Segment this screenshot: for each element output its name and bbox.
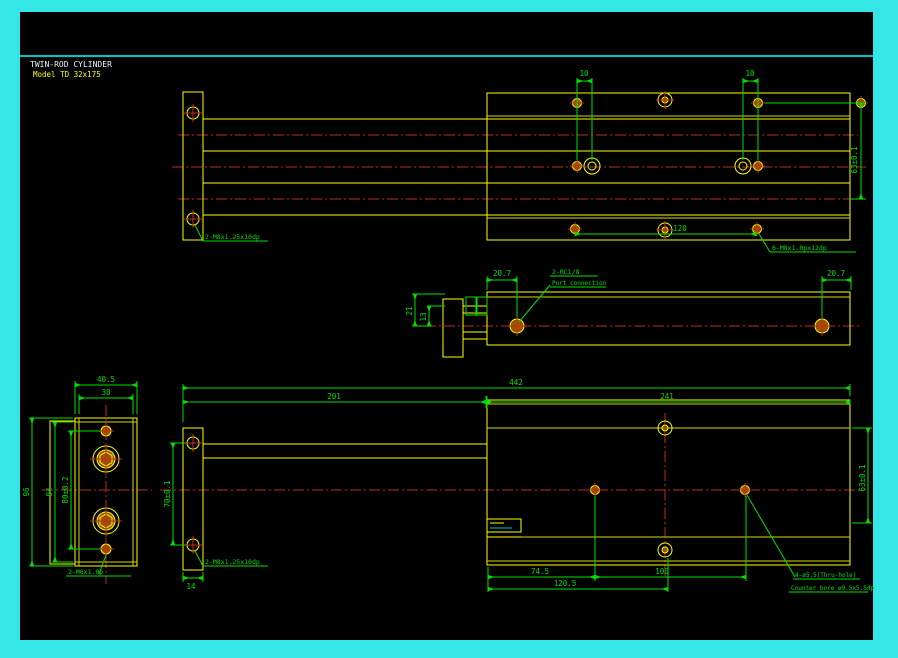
nameplate xyxy=(486,518,522,538)
mount-plate-plan xyxy=(182,91,204,241)
port-hole xyxy=(507,316,527,336)
thru-hole xyxy=(588,483,602,497)
note-thru-hole: 4-ø5.5(Thru-hole) xyxy=(795,572,856,579)
note-port: 2-RC1/8 xyxy=(552,268,579,276)
cylinder-body-plan xyxy=(486,92,851,241)
top-view: 10 10 120 63±0.1 2-M8x1.25x10dp 6-M8x1.0… xyxy=(172,69,868,253)
dim-height-b: 13 xyxy=(419,312,428,321)
side-view: 20.7 20.7 21 13 2-RC1/8 Port connection xyxy=(405,268,862,358)
dim-plate-holes: 70±0.1 xyxy=(163,480,172,507)
dim-hole-span: 80±0.2 xyxy=(61,476,70,503)
cylinder-body-side xyxy=(486,291,851,346)
dim-offset-left: 10 xyxy=(579,69,589,78)
note-body-tap: 6-M8x1.0px12dp xyxy=(772,244,827,252)
drawing-title: TWIN-ROD CYLINDER xyxy=(30,60,112,69)
end-view: 40.5 38 96 94 80±0.2 2-M6x1.0p xyxy=(22,375,152,584)
dim-port-left: 20.7 xyxy=(493,269,511,278)
rod-hole xyxy=(90,443,122,475)
dim-body-height: 63±0.1 xyxy=(850,146,859,173)
tapped-hole xyxy=(184,434,202,452)
dim-height-a: 21 xyxy=(405,306,414,315)
dim-width-outer: 40.5 xyxy=(97,375,115,384)
note-port-sub: Port connection xyxy=(552,280,607,287)
side-view-dimensions: 20.7 20.7 21 13 2-RC1/8 Port connection xyxy=(405,268,852,327)
leader-counterbore: 4-ø5.5(Thru-hole) Counter bore ø9.5x5.5d… xyxy=(746,494,874,593)
top-view-dimensions: 10 10 120 63±0.1 2-M8x1.25x10dp 6-M8x1.0… xyxy=(194,69,866,253)
dim-height-outer: 96 xyxy=(22,487,31,497)
body-hole xyxy=(570,159,584,173)
title-block: TWIN-ROD CYLINDER Model TD 32x175 xyxy=(30,60,112,79)
port-fitting-block xyxy=(476,296,488,316)
body-hole xyxy=(750,222,764,236)
leader-body-tap: 6-M8x1.0px12dp xyxy=(758,233,856,253)
front-view: 442 201 241 74.5 100 120.5 14 70±0.1 xyxy=(160,378,874,593)
port-hole xyxy=(812,316,832,336)
end-view-holes xyxy=(90,423,122,557)
dim-left-section: 201 xyxy=(327,392,341,401)
tapped-hole xyxy=(98,541,114,557)
dim-hole-c: 120.5 xyxy=(554,579,577,588)
tapped-hole xyxy=(184,104,202,122)
tapped-hole xyxy=(98,423,114,439)
end-view-dimensions: 40.5 38 96 94 80±0.2 2-M6x1.0p xyxy=(22,375,138,577)
plate-outline xyxy=(74,417,138,567)
thru-hole xyxy=(738,483,752,497)
top-view-centerlines xyxy=(172,134,866,200)
dim-offset-right: 10 xyxy=(745,69,755,78)
side-view-geometry xyxy=(442,291,851,358)
mount-plate-front xyxy=(182,427,204,571)
leader-plate-tap: 2-M8x1.25x10dp xyxy=(194,224,268,242)
note-counter-bore: Counter bore ø9.5x5.5dp xyxy=(791,585,874,592)
leader-end-tap: 2-M6x1.0p xyxy=(66,554,131,577)
dim-hole-b: 100 xyxy=(655,567,669,576)
dim-width-inner: 38 xyxy=(101,388,111,397)
plug-hole xyxy=(657,420,673,436)
dim-front-height: 63±0.1 xyxy=(858,464,867,491)
plug-hole xyxy=(656,91,674,109)
leader-plate-tap-front: 2-M8x1.25x10dp xyxy=(194,550,268,567)
tapped-hole xyxy=(184,210,202,228)
rod-hole xyxy=(90,505,122,537)
note-end-tap: 2-M6x1.0p xyxy=(68,568,103,576)
tapped-hole xyxy=(184,536,202,554)
dim-height-inner: 94 xyxy=(45,487,54,497)
front-view-holes xyxy=(184,420,752,558)
port-fitting-block xyxy=(465,296,477,316)
leader-port: 2-RC1/8 Port connection xyxy=(518,268,607,323)
note-plate-tap-front: 2-M8x1.25x10dp xyxy=(205,558,260,566)
top-view-geometry xyxy=(182,91,851,241)
dim-hole-spacing: 120 xyxy=(673,224,687,233)
dim-body-length: 241 xyxy=(660,392,674,401)
body-hole xyxy=(751,159,765,173)
end-view-geometry xyxy=(49,417,138,567)
dim-port-right: 20.7 xyxy=(827,269,845,278)
dim-hole-a: 74.5 xyxy=(531,567,549,576)
note-plate-tap: 2-M8x1.25x10dp xyxy=(205,233,260,241)
mount-plate-side xyxy=(442,298,464,358)
plug-hole xyxy=(657,542,673,558)
dim-plate-width: 14 xyxy=(186,582,196,591)
front-view-dimensions: 442 201 241 74.5 100 120.5 14 70±0.1 xyxy=(163,378,874,593)
side-view-holes xyxy=(507,316,832,336)
dim-total-length: 442 xyxy=(509,378,523,387)
drawing-model: Model TD 32x175 xyxy=(33,70,101,79)
top-view-holes xyxy=(184,91,868,239)
